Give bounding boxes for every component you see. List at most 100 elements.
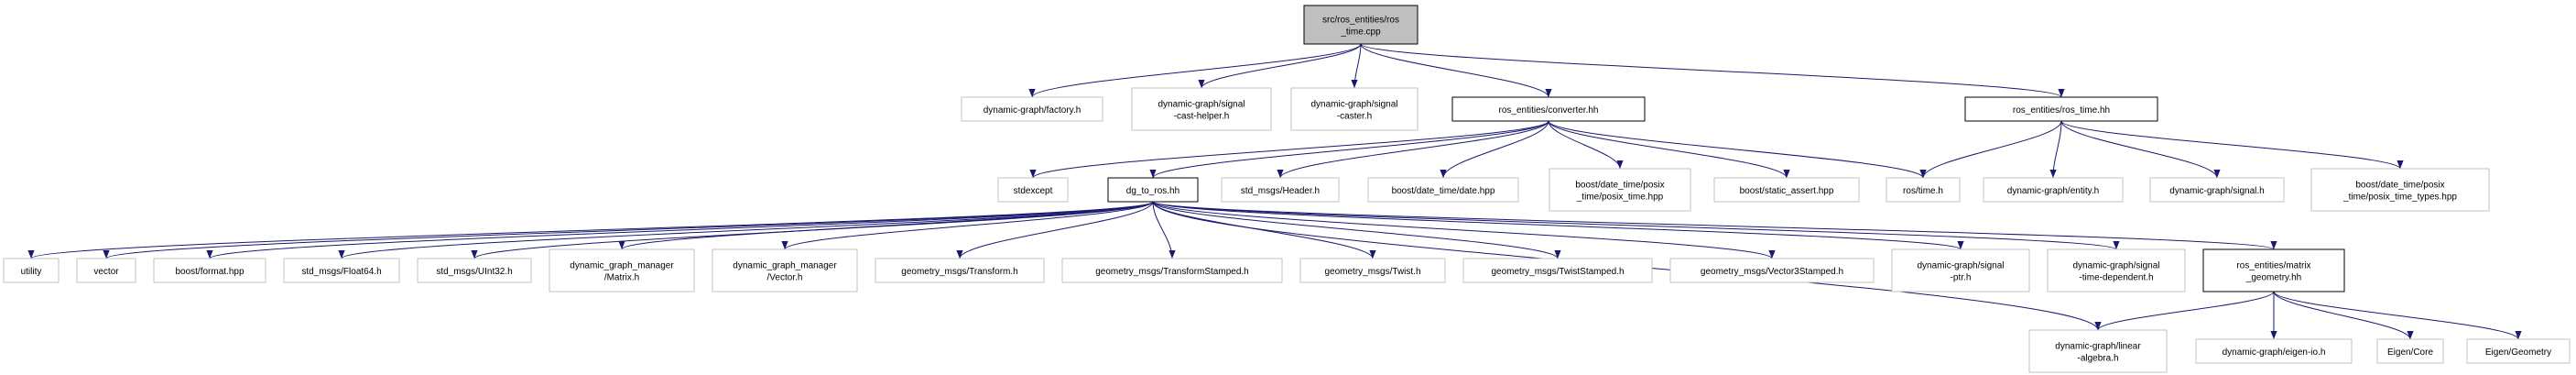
node-label: -caster.h xyxy=(1337,112,1372,122)
node-label: Eigen/Core xyxy=(2387,347,2433,358)
node-boost-format: boost/format.hpp xyxy=(153,258,266,283)
node-boost-date: boost/date_time/date.hpp xyxy=(1367,177,1519,203)
node-label: boost/static_assert.hpp xyxy=(1740,186,1834,196)
node-stdexcept: stdexcept xyxy=(997,177,1069,203)
node-box xyxy=(1299,258,1446,283)
node-dgm-vector: dynamic_graph_manager/Vector.h xyxy=(712,248,858,292)
node-box xyxy=(1303,5,1418,45)
node-box xyxy=(1061,258,1283,283)
edge-dg-to-ros-to-twist xyxy=(1152,201,1376,259)
node-label: std_msgs/UInt32.h xyxy=(436,267,512,277)
edge-matrix-geometry-to-eigen-core xyxy=(2273,291,2414,340)
node-box xyxy=(2376,338,2444,364)
node-eigen-io: dynamic-graph/eigen-io.h xyxy=(2195,338,2353,364)
node-label: geometry_msgs/Transform.h xyxy=(901,267,1017,277)
node-signal-ptr: dynamic-graph/signal-ptr.h xyxy=(1891,248,2030,292)
edge-root-to-signal-cast-helper xyxy=(1198,43,1362,89)
edge-converter-to-ros-time-h xyxy=(1548,120,1927,179)
node-label: boost/format.hpp xyxy=(175,267,244,277)
node-box xyxy=(2047,248,2186,292)
node-ros-time-hh[interactable]: ros_entities/ros_time.hh xyxy=(1964,96,2158,122)
node-label: _time.cpp xyxy=(1340,28,1381,38)
node-label: dynamic-graph/eigen-io.h xyxy=(2223,347,2326,358)
node-boost-posix-time: boost/date_time/posix _time/posix_time.hp… xyxy=(1549,168,1691,212)
node-label: dynamic-graph/signal.h xyxy=(2169,186,2264,196)
node-dgm-matrix: dynamic_graph_manager/Matrix.h xyxy=(549,248,695,292)
nodes-layer: src/ros_entities/ros _time.cpp dynamic-gra… xyxy=(3,5,2571,373)
edge-root-to-signal-caster xyxy=(1351,43,1362,89)
node-converter[interactable]: ros_entities/converter.hh xyxy=(1451,96,1646,122)
node-label: geometry_msgs/Vector3Stamped.h xyxy=(1701,267,1843,277)
node-box xyxy=(712,248,858,292)
node-label: vector xyxy=(93,267,119,277)
node-box xyxy=(1549,168,1691,212)
node-boost-posix-time-types: boost/date_time/posix_time/posix_time_ty… xyxy=(2310,168,2490,212)
node-label: src/ros_entities/ros xyxy=(1322,16,1399,26)
node-box xyxy=(2028,329,2168,373)
edge-dg-to-ros-to-transform xyxy=(956,201,1154,259)
node-label: _time/posix_time_types.hpp xyxy=(2342,193,2457,203)
node-eigen-geometry: Eigen/Geometry xyxy=(2466,338,2571,364)
node-label: geometry_msgs/TransformStamped.h xyxy=(1095,267,1248,277)
node-root[interactable]: src/ros_entities/ros _time.cpp xyxy=(1303,5,1418,45)
node-linear-algebra: dynamic-graph/linear-algebra.h xyxy=(2028,329,2168,373)
node-box xyxy=(2310,168,2490,212)
edge-converter-to-boost-posix-time xyxy=(1548,120,1624,170)
node-box xyxy=(1451,96,1646,122)
node-ros-time-h: ros/time.h xyxy=(1886,177,1961,203)
node-vector3-stamped: geometry_msgs/Vector3Stamped.h xyxy=(1669,258,1875,283)
node-label: -cast-helper.h xyxy=(1174,112,1230,122)
edge-dg-to-ros-to-matrix-geometry xyxy=(1152,201,2277,250)
edge-converter-to-std-msgs-header xyxy=(1277,120,1549,179)
node-label: boost/date_time/posix xyxy=(1575,181,1664,191)
node-box xyxy=(1891,248,2030,292)
node-label: dynamic-graph/signal xyxy=(1158,100,1245,110)
edge-dg-to-ros-to-dgm-matrix xyxy=(618,201,1154,250)
node-signal: dynamic-graph/signal.h xyxy=(2149,177,2285,203)
node-box xyxy=(417,258,532,283)
node-label: std_msgs/Header.h xyxy=(1241,186,1320,196)
node-box xyxy=(2466,338,2571,364)
edge-converter-to-boost-static-assert xyxy=(1548,120,1790,179)
node-box xyxy=(1221,177,1340,203)
node-label: -algebra.h xyxy=(2077,354,2118,364)
node-label: -time-dependent.h xyxy=(2079,273,2153,283)
node-uint32: std_msgs/UInt32.h xyxy=(417,258,532,283)
node-label: ros_entities/converter.hh xyxy=(1499,105,1599,116)
node-twist-stamped: geometry_msgs/TwistStamped.h xyxy=(1462,258,1653,283)
node-box xyxy=(1462,258,1653,283)
node-label: _geometry.hh xyxy=(2245,273,2301,283)
node-box xyxy=(1131,87,1272,131)
node-box xyxy=(3,258,60,283)
node-label: ros_entities/matrix xyxy=(2236,261,2310,271)
node-label: dynamic-graph/factory.h xyxy=(984,105,1081,116)
node-matrix-geometry[interactable]: ros_entities/matrix _geometry.hh xyxy=(2202,248,2345,292)
node-label: _time/posix_time.hpp xyxy=(1576,193,1664,203)
edge-dg-to-ros-to-vector3-stamped xyxy=(1152,201,1776,259)
node-box xyxy=(1107,177,1199,203)
edge-converter-to-dg-to-ros xyxy=(1149,120,1549,179)
edge-root-to-converter xyxy=(1360,43,1552,98)
node-dg-to-ros[interactable]: dg_to_ros.hh xyxy=(1107,177,1199,203)
node-box xyxy=(2149,177,2285,203)
node-box xyxy=(961,96,1103,122)
edge-ros-time-hh-to-signal xyxy=(2060,120,2221,179)
node-label: std_msgs/Float64.h xyxy=(301,267,381,277)
node-label: utility xyxy=(21,267,42,277)
node-label: geometry_msgs/TwistStamped.h xyxy=(1491,267,1624,277)
node-signal-time-dependent: dynamic-graph/signal -time-dependent.h xyxy=(2047,248,2186,292)
edge-root-to-factory xyxy=(1028,43,1362,98)
node-label: dg_to_ros.hh xyxy=(1126,186,1179,196)
node-label: dynamic_graph_manager xyxy=(733,261,837,271)
node-std-msgs-header: std_msgs/Header.h xyxy=(1221,177,1340,203)
node-label: ros_entities/ros_time.hh xyxy=(2013,105,2110,116)
node-box xyxy=(997,177,1069,203)
node-label: dynamic-graph/signal xyxy=(1917,261,2004,271)
node-boost-static-assert: boost/static_assert.hpp xyxy=(1713,177,1860,203)
edge-dg-to-ros-to-dgm-vector xyxy=(781,201,1154,250)
node-twist: geometry_msgs/Twist.h xyxy=(1299,258,1446,283)
edge-dg-to-ros-to-vector xyxy=(103,201,1154,259)
node-label: dynamic_graph_manager xyxy=(570,261,674,271)
edge-dg-to-ros-to-boost-format xyxy=(206,201,1154,259)
node-label: dynamic-graph/signal xyxy=(2072,261,2159,271)
